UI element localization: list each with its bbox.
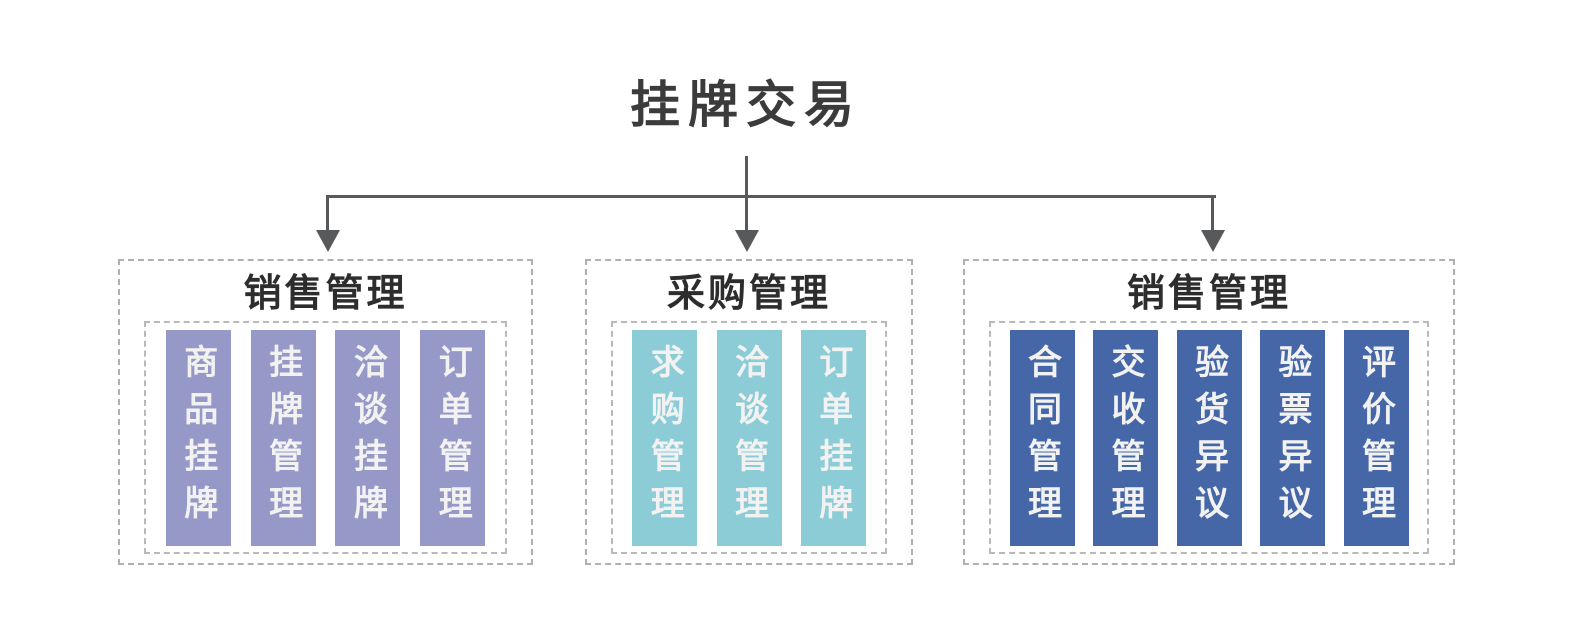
group-inner-box: 商品挂牌 挂牌管理 洽谈挂牌 订单管理 [144,321,507,554]
module-bar: 挂牌管理 [250,329,316,546]
diagram-title: 挂牌交易 [630,77,862,133]
connector-branch-left [326,195,329,233]
module-bar-label: 商品挂牌 [178,343,217,532]
module-bar: 交收管理 [1093,329,1158,546]
module-bar: 洽谈管理 [716,329,782,546]
module-bar: 评价管理 [1343,329,1409,546]
module-bar: 商品挂牌 [165,329,231,546]
connector-horizontal-line [326,195,1216,198]
arrow-down-icon [735,230,759,252]
connector-trunk-line [745,156,748,197]
group-header: 采购管理 [666,273,831,315]
module-bar-label: 验货异议 [1189,343,1228,532]
module-bar-label: 评价管理 [1356,343,1395,532]
module-bar: 订单挂牌 [800,329,866,546]
module-bar-label: 交收管理 [1106,343,1144,532]
group-inner-box: 合同管理 交收管理 验货异议 验票异议 评价管理 [989,321,1429,554]
group-inner-box: 求购管理 洽谈管理 订单挂牌 [611,321,887,554]
arrow-down-icon [1201,230,1225,252]
module-bar: 合同管理 [1009,329,1075,546]
connector-branch-right [1211,195,1214,233]
module-bar-label: 洽谈管理 [729,343,768,532]
module-bar-label: 验票异议 [1273,343,1311,532]
module-bar: 验票异议 [1260,329,1325,546]
group-header: 销售管理 [1126,273,1291,315]
module-bar-label: 订单挂牌 [813,343,852,532]
module-bar: 洽谈挂牌 [335,329,401,546]
group-box-sales-right: 销售管理 合同管理 交收管理 验货异议 验票异议 评价管理 [963,259,1455,565]
module-bar-label: 挂牌管理 [263,343,302,532]
module-bar: 订单管理 [420,329,486,546]
module-bar-label: 合同管理 [1022,343,1061,532]
group-box-procurement: 采购管理 求购管理 洽谈管理 订单挂牌 [585,259,913,565]
group-header: 销售管理 [243,273,408,315]
group-box-sales-left: 销售管理 商品挂牌 挂牌管理 洽谈挂牌 订单管理 [118,259,533,565]
module-bar: 求购管理 [632,329,698,546]
connector-branch-middle [745,195,748,233]
module-bar-label: 求购管理 [645,343,684,532]
arrow-down-icon [316,230,340,252]
module-bar: 验货异议 [1176,329,1242,546]
module-bar-label: 订单管理 [433,343,472,532]
module-bar-label: 洽谈挂牌 [348,343,387,532]
